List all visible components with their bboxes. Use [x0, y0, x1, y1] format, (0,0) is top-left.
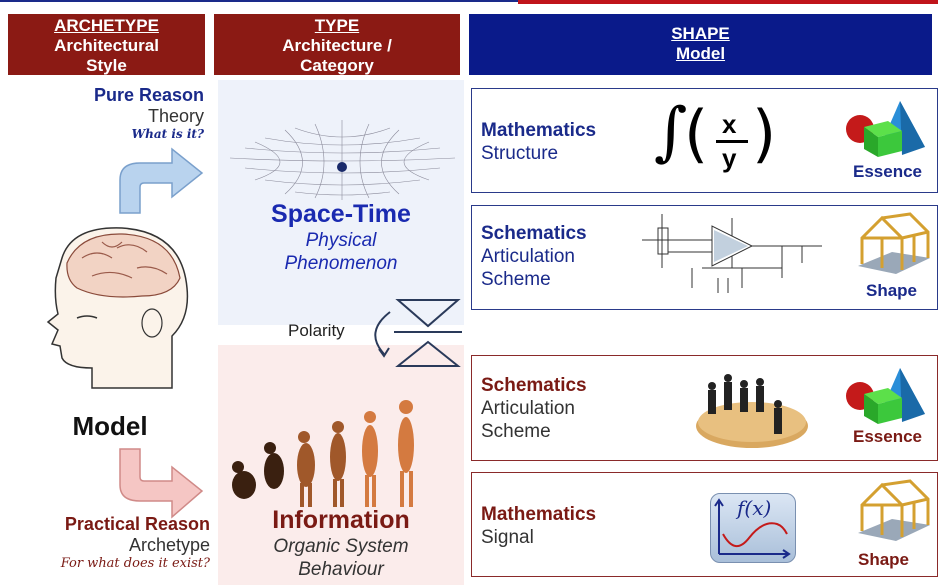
- shape-title: SHAPE: [671, 24, 730, 43]
- pure-reason-line2: Theory: [147, 106, 204, 126]
- practical-reason-line2: Archetype: [128, 535, 210, 555]
- practical-reason-question: For what does it exist?: [60, 556, 210, 571]
- spacetime-grid-icon: [229, 120, 456, 200]
- archetype-line2: Architectural: [54, 36, 159, 55]
- shape-box-4-title: Mathematics: [481, 504, 597, 525]
- blue-up-arrow-icon: [119, 147, 204, 214]
- shape-line2: Model: [675, 44, 726, 63]
- pure-reason-title: Pure Reason: [93, 85, 204, 105]
- shape-box-3-caption: Essence: [853, 427, 922, 446]
- brain-head-icon: [46, 227, 189, 389]
- orchestra-icon: [696, 374, 808, 448]
- pure-reason-question: What is it?: [131, 127, 204, 141]
- top-rule-right: [518, 0, 938, 4]
- type-line3: Category: [300, 56, 374, 75]
- shape-box-2-caption: Shape: [865, 281, 918, 300]
- shape-header: SHAPE Model: [469, 14, 932, 75]
- pure-reason-block: Pure Reason Theory What is it?: [8, 85, 204, 141]
- type-title: TYPE: [314, 16, 360, 35]
- pink-down-arrow-icon: [119, 448, 204, 519]
- shape-box-1-caption: Essence: [853, 162, 922, 181]
- essence-shapes-icon-2: [846, 368, 925, 424]
- top-rule-left: [0, 0, 518, 2]
- shape-box-1-text: Mathematics Structure: [481, 119, 596, 165]
- shape-box-2-title: Schematics: [481, 223, 587, 244]
- formula-numerator: x: [722, 109, 737, 139]
- shape-box-2: Schematics Articulation Scheme Shape: [471, 205, 938, 310]
- spacetime-block: Space-Time Physical Phenomenon: [218, 200, 464, 275]
- shape-box-1-subtitle: Structure: [481, 143, 559, 164]
- function-graph-icon: f(x): [710, 493, 796, 563]
- model-label: Model: [72, 411, 148, 441]
- house-frame-icon: [858, 212, 930, 274]
- fx-label: f(x): [737, 496, 772, 520]
- spacetime-title: Space-Time: [271, 200, 411, 228]
- information-line2: Organic System: [273, 536, 409, 557]
- shape-box-3-text: Schematics Articulation Scheme: [481, 374, 587, 443]
- shape-box-3-subtitle: Articulation: [481, 398, 575, 419]
- integral-formula: ∫ ( x y ): [654, 95, 804, 181]
- shape-box-2-subtitle2: Scheme: [481, 269, 551, 290]
- shape-box-4-subtitle: Signal: [481, 527, 534, 548]
- evolution-figures-icon: [232, 400, 414, 507]
- polarity-label: Polarity: [288, 321, 345, 340]
- type-line2: Architecture /: [282, 36, 392, 55]
- shape-box-4-caption: Shape: [857, 550, 910, 569]
- fraction-bar: [716, 140, 748, 143]
- formula-denominator: y: [722, 143, 737, 173]
- shape-box-1-title: Mathematics: [481, 120, 597, 141]
- shape-box-3-subtitle2: Scheme: [481, 421, 551, 442]
- spacetime-line2: Physical: [305, 230, 377, 251]
- type-header: TYPE Architecture / Category: [214, 14, 460, 75]
- information-title: Information: [272, 506, 410, 534]
- essence-shapes-icon: [846, 101, 925, 157]
- spacetime-line3: Phenomenon: [284, 253, 398, 274]
- shape-box-4: Mathematics Signal f(x) Shape: [471, 472, 938, 577]
- archetype-header: ARCHETYPE Architectural Style: [8, 14, 205, 75]
- information-block: Information Organic System Behaviour: [218, 506, 464, 581]
- shape-box-3: Schematics Articulation Scheme Essence: [471, 355, 938, 461]
- archetype-line3: Style: [86, 56, 127, 75]
- paren-open-icon: (: [684, 97, 709, 170]
- shape-box-4-text: Mathematics Signal: [481, 503, 596, 549]
- polarity-symbol-icon: [374, 299, 462, 367]
- shape-box-3-title: Schematics: [481, 375, 587, 396]
- paren-close-icon: ): [752, 97, 777, 170]
- information-line3: Behaviour: [298, 559, 384, 580]
- shape-box-1: Mathematics Structure ∫ ( x y ) Essence: [471, 88, 938, 193]
- house-frame-icon-2: [858, 479, 930, 541]
- archetype-title: ARCHETYPE: [54, 16, 159, 35]
- practical-reason-title: Practical Reason: [64, 514, 210, 534]
- spacetime-panel: [218, 80, 464, 325]
- circuit-schematic-icon: [642, 214, 822, 293]
- practical-reason-block: Practical Reason Archetype For what does…: [0, 514, 210, 571]
- shape-box-2-text: Schematics Articulation Scheme: [481, 222, 587, 291]
- integral-icon: ∫: [654, 95, 688, 169]
- function-graph-axes: [714, 498, 791, 559]
- shape-box-2-subtitle: Articulation: [481, 246, 575, 267]
